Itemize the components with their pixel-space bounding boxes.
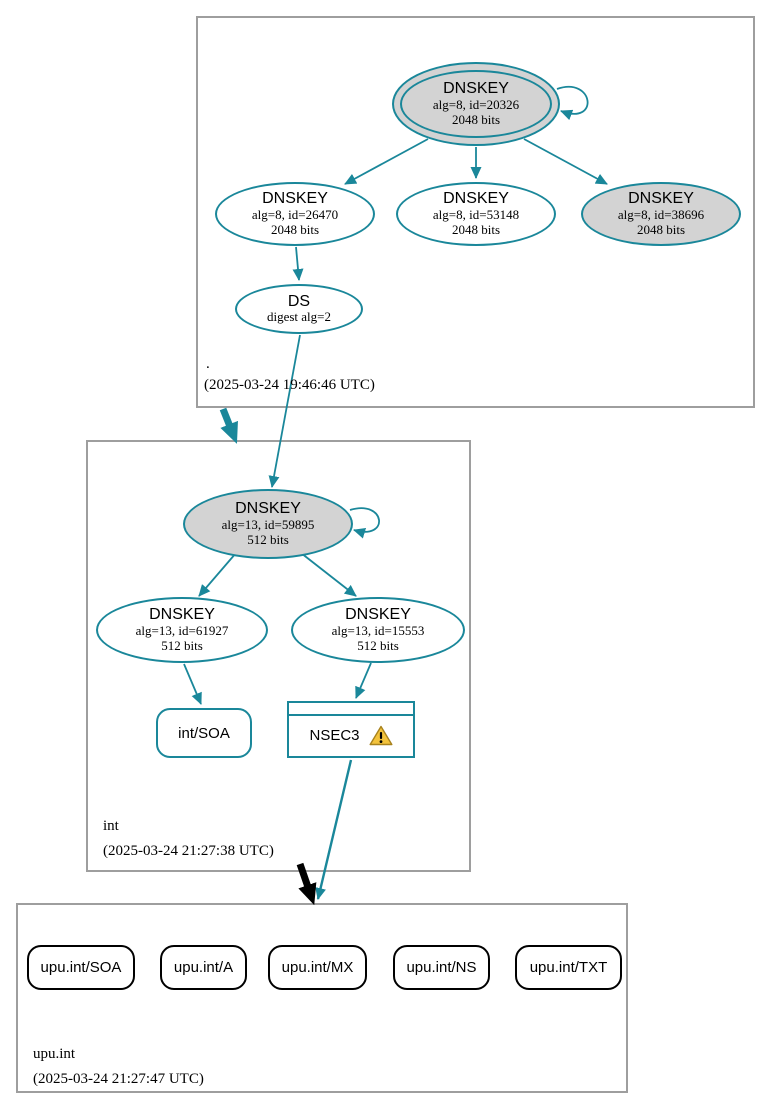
- upu-int-soa-rrset-node: upu.int/SOA: [27, 945, 135, 990]
- dnskey-title: DNSKEY: [149, 606, 215, 624]
- nsec3-label: NSEC3: [309, 726, 360, 744]
- root-ksk-dnskey-inner-ring: DNSKEY alg=8, id=20326 2048 bits: [400, 70, 552, 138]
- root-zsk-dnskey-26470-node: DNSKEY alg=8, id=26470 2048 bits: [215, 182, 375, 246]
- upu-int-zone-timestamp: (2025-03-24 21:27:47 UTC): [33, 1071, 204, 1087]
- nsec3-stack-tab: [289, 703, 413, 716]
- dnskey-detail: alg=13, id=59895: [221, 516, 315, 532]
- dnskey-title: DNSKEY: [345, 606, 411, 624]
- root-ds-node: DS digest alg=2: [235, 284, 363, 334]
- upu-int-zone-name: upu.int: [33, 1046, 76, 1062]
- rrset-label: upu.int/A: [173, 959, 234, 976]
- int-zone-name: int: [103, 818, 119, 834]
- int-soa-rrset-node: int/SOA: [156, 708, 252, 758]
- dnskey-size: 2048 bits: [270, 221, 320, 237]
- ds-detail: digest alg=2: [266, 309, 332, 325]
- dnskey-title: DNSKEY: [443, 80, 509, 98]
- int-zsk-dnskey-61927-node: DNSKEY alg=13, id=61927 512 bits: [96, 597, 268, 663]
- rrset-label: upu.int/MX: [281, 959, 354, 976]
- dnskey-title: DNSKEY: [443, 190, 509, 208]
- rrset-label: int/SOA: [178, 724, 230, 742]
- root-zone-name: .: [206, 356, 210, 372]
- dnskey-detail: alg=8, id=26470: [251, 206, 339, 222]
- dnskey-detail: alg=8, id=20326: [432, 96, 520, 112]
- rrset-label: upu.int/NS: [406, 959, 477, 976]
- dnskey-size: 2048 bits: [451, 221, 501, 237]
- int-zone-timestamp: (2025-03-24 21:27:38 UTC): [103, 843, 274, 859]
- dnskey-size: 512 bits: [161, 637, 203, 653]
- dnskey-title: DNSKEY: [262, 190, 328, 208]
- zone-box-upu-int: [16, 903, 628, 1093]
- root-ksk-dnskey-node: DNSKEY alg=8, id=20326 2048 bits: [392, 62, 560, 146]
- upu-int-ns-rrset-node: upu.int/NS: [393, 945, 490, 990]
- int-nsec3-node: NSEC3: [287, 701, 415, 758]
- root-zsk-dnskey-38696-node: DNSKEY alg=8, id=38696 2048 bits: [581, 182, 741, 246]
- dnskey-detail: alg=13, id=61927: [135, 622, 229, 638]
- dnskey-title: DNSKEY: [235, 500, 301, 518]
- upu-int-txt-rrset-node: upu.int/TXT: [515, 945, 622, 990]
- int-ksk-dnskey-59895-node: DNSKEY alg=13, id=59895 512 bits: [183, 489, 353, 559]
- dnskey-size: 512 bits: [357, 637, 399, 653]
- zone-box-root: [196, 16, 755, 408]
- root-zsk-dnskey-53148-node: DNSKEY alg=8, id=53148 2048 bits: [396, 182, 556, 246]
- int-zsk-dnskey-15553-node: DNSKEY alg=13, id=15553 512 bits: [291, 597, 465, 663]
- warning-icon: [369, 725, 393, 745]
- upu-int-mx-rrset-node: upu.int/MX: [268, 945, 367, 990]
- dnskey-size: 512 bits: [247, 531, 289, 547]
- rrset-label: upu.int/TXT: [529, 959, 608, 976]
- edge-secure-delegation-root-to-int: [219, 407, 238, 444]
- dnskey-size: 2048 bits: [636, 221, 686, 237]
- root-zone-timestamp: (2025-03-24 19:46:46 UTC): [204, 377, 375, 393]
- rrset-label: upu.int/SOA: [40, 959, 122, 976]
- dnskey-detail: alg=8, id=53148: [432, 206, 520, 222]
- upu-int-a-rrset-node: upu.int/A: [160, 945, 247, 990]
- dnskey-detail: alg=8, id=38696: [617, 206, 705, 222]
- dnskey-detail: alg=13, id=15553: [331, 622, 425, 638]
- ds-title: DS: [287, 292, 311, 310]
- dnskey-size: 2048 bits: [451, 111, 501, 127]
- dnskey-title: DNSKEY: [628, 190, 694, 208]
